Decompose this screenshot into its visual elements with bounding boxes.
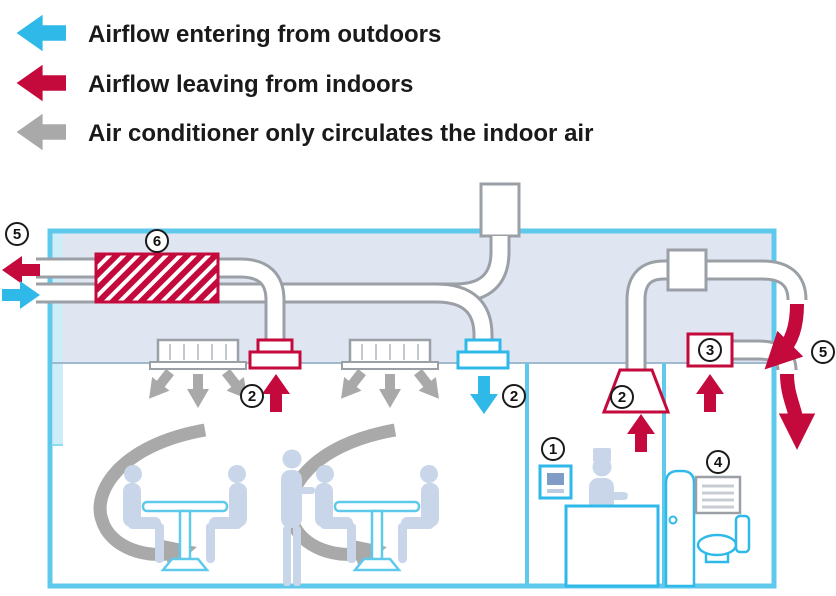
rooftop-vent-stack xyxy=(479,182,521,238)
legend-label-exhaust: Airflow leaving from indoors xyxy=(88,71,413,98)
label-2-exhaust-vent: 2 xyxy=(240,384,264,408)
kitchen-counter xyxy=(564,504,660,588)
label-2-text: 2 xyxy=(248,388,256,405)
person-silhouette xyxy=(319,517,353,529)
duct-bathroom-outlet-elbow xyxy=(726,339,798,371)
label-1-text: 1 xyxy=(549,441,557,458)
duct-exhaust-run xyxy=(215,257,286,352)
person-silhouette xyxy=(401,517,435,529)
building-outline xyxy=(47,228,777,589)
label-5-right: 5 xyxy=(811,340,835,364)
label-2-text: 2 xyxy=(618,389,626,406)
person-silhouette xyxy=(127,517,161,529)
label-2-supply-diffuser: 2 xyxy=(502,384,526,408)
person-silhouette xyxy=(420,465,438,483)
exhaust-arrow-icon xyxy=(16,64,66,102)
ac-slats xyxy=(169,344,227,360)
label-5-left: 5 xyxy=(5,222,29,246)
hood-exterior-exhaust-arrow xyxy=(764,303,804,370)
bathroom-vent-arrow xyxy=(696,374,724,412)
legend-item-circulation: Air conditioner only circulates the indo… xyxy=(16,113,593,151)
label-2-range-hood: 2 xyxy=(610,385,634,409)
label-1: 1 xyxy=(541,437,565,461)
person-silhouette xyxy=(347,523,356,563)
bathroom-exterior-exhaust-arrow xyxy=(778,373,816,450)
label-3: 3 xyxy=(698,338,722,362)
circulation-arrow-icon xyxy=(16,113,66,151)
label-6: 6 xyxy=(145,229,169,253)
label-5-text: 5 xyxy=(819,344,827,361)
dining-table xyxy=(333,500,421,572)
label-6-text: 6 xyxy=(153,233,161,250)
person-silhouette xyxy=(316,465,334,483)
door-handle xyxy=(668,515,678,525)
exhaust-vent-arrow xyxy=(262,374,290,412)
duct-range-hood-riser xyxy=(625,259,680,370)
person-silhouette xyxy=(206,523,215,563)
left-wall-band xyxy=(53,234,63,444)
wall-control-device xyxy=(538,464,573,500)
person-silhouette xyxy=(228,465,246,483)
legend-label-circulation: Air conditioner only circulates the indo… xyxy=(88,120,593,147)
hood-fan-box xyxy=(666,248,708,292)
exhaust-ceiling-vent xyxy=(248,338,302,370)
person-silhouette xyxy=(209,517,243,529)
ac-airflow-fan-left xyxy=(140,365,256,408)
label-4: 4 xyxy=(706,450,730,474)
toilet xyxy=(696,514,751,564)
device-screen xyxy=(547,473,564,485)
supply-ceiling-diffuser xyxy=(456,338,510,370)
intake-arrow-icon xyxy=(16,14,66,52)
person-silhouette xyxy=(123,483,141,527)
legend-label-intake: Airflow entering from outdoors xyxy=(88,21,441,48)
label-2-text: 2 xyxy=(510,388,518,405)
waiter-silhouette xyxy=(281,449,315,586)
outdoor-intake-arrow xyxy=(2,281,40,309)
label-4-text: 4 xyxy=(714,454,723,471)
hood-intake-arrow xyxy=(627,414,655,452)
person-silhouette xyxy=(155,523,164,563)
supply-diffuser-arrow xyxy=(470,376,498,414)
circulation-arc-left xyxy=(93,423,207,572)
label-5-text: 5 xyxy=(13,226,21,243)
bathroom-door xyxy=(664,469,696,588)
dining-table xyxy=(141,500,229,572)
grille-slats xyxy=(702,484,734,509)
dining-group-left xyxy=(123,465,247,572)
person-silhouette xyxy=(398,523,407,563)
ac-lip xyxy=(341,361,439,370)
ac-unit-right xyxy=(341,338,439,370)
ac-unit-left xyxy=(149,338,247,370)
ac-lip xyxy=(149,361,247,370)
bathroom-grille xyxy=(694,475,742,515)
duct-supply-run xyxy=(215,282,494,352)
outdoor-exhaust-arrow xyxy=(2,256,40,284)
legend-item-exhaust: Airflow leaving from indoors xyxy=(16,64,413,102)
legend: Airflow entering from outdoors Airflow l… xyxy=(16,14,593,151)
legend-item-intake: Airflow entering from outdoors xyxy=(16,14,441,52)
heat-exchanger-unit xyxy=(94,252,220,304)
ac-airflow-fan-right xyxy=(332,365,448,408)
person-silhouette xyxy=(229,483,247,527)
person-silhouette xyxy=(315,483,333,527)
ac-slats xyxy=(361,344,419,360)
person-silhouette xyxy=(421,483,439,527)
dining-group-right xyxy=(315,465,439,572)
person-silhouette xyxy=(124,465,142,483)
device-slot xyxy=(547,489,564,493)
duct-hood-outlet-elbow xyxy=(704,259,808,301)
label-3-text: 3 xyxy=(706,342,714,359)
